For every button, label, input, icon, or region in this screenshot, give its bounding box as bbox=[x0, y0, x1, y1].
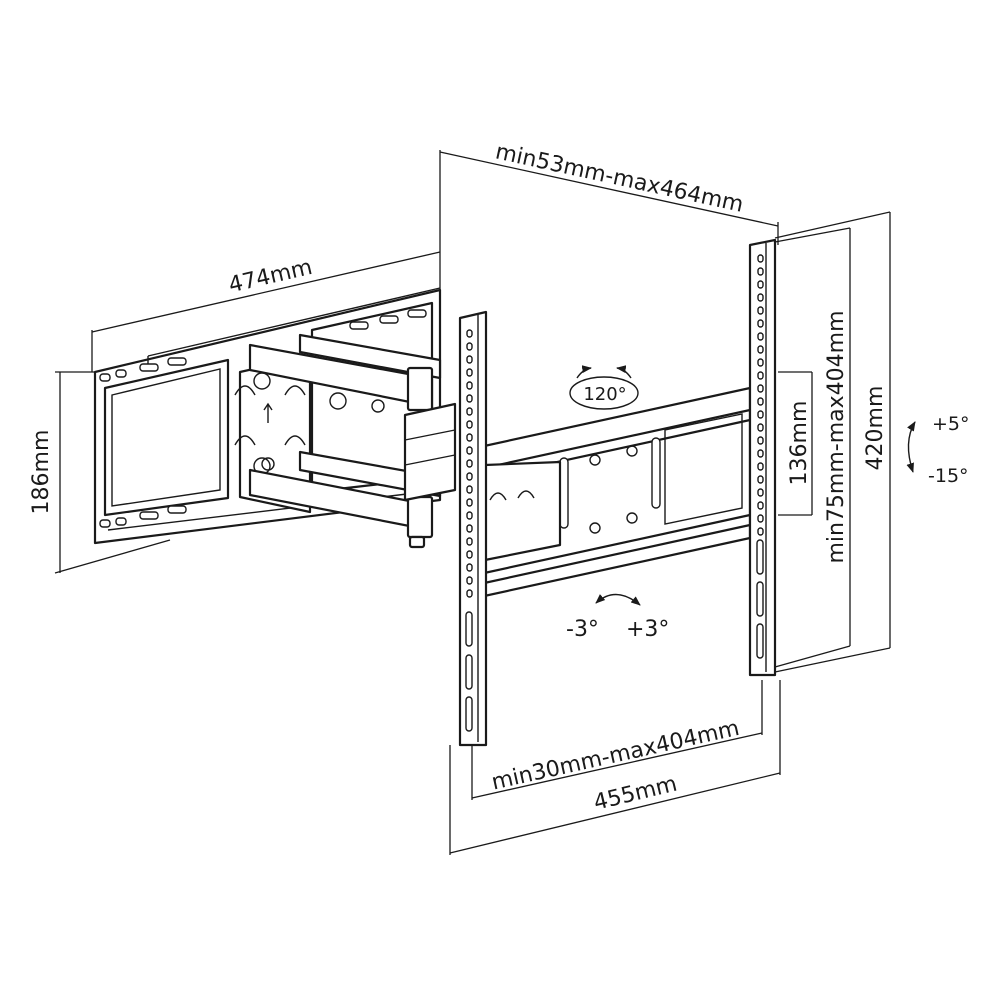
rail-hole bbox=[466, 446, 473, 455]
pivot-block bbox=[403, 402, 457, 502]
vesa-vertical-label: min75mm-max404mm bbox=[824, 310, 849, 563]
overall-width-label: 455mm bbox=[591, 772, 679, 816]
rail-hole bbox=[757, 475, 764, 484]
rotation-indicator bbox=[595, 593, 641, 606]
rotation-arrow-icon bbox=[595, 593, 641, 606]
rail-hole bbox=[757, 371, 764, 380]
rail-hole bbox=[466, 550, 473, 559]
rotate-right-label: +3° bbox=[626, 617, 669, 642]
swivel-arrow-left-icon bbox=[576, 365, 592, 379]
vesa-horizontal-label: min30mm-max404mm bbox=[489, 716, 741, 796]
rail-hole bbox=[757, 319, 764, 328]
tv-plate bbox=[473, 386, 752, 600]
rail-hole bbox=[757, 488, 764, 497]
rail-hole bbox=[757, 384, 764, 393]
rail-hole bbox=[757, 293, 764, 302]
rail-hole bbox=[757, 332, 764, 341]
right-tv-rail bbox=[748, 238, 777, 677]
rail-hole bbox=[757, 527, 764, 536]
tilt-down-label: -15° bbox=[928, 465, 969, 487]
arm-extension-label: min53mm-max464mm bbox=[493, 139, 746, 217]
rotate-left-label: -3° bbox=[566, 617, 599, 642]
rail-hole bbox=[757, 306, 764, 315]
tilt-up-label: +5° bbox=[932, 413, 970, 435]
swivel-ellipse bbox=[569, 376, 639, 410]
rail-hole bbox=[466, 563, 473, 572]
rail-hole bbox=[757, 397, 764, 406]
left-tv-rail bbox=[458, 310, 488, 747]
rail-hole bbox=[757, 267, 764, 276]
rail-hole bbox=[466, 329, 473, 338]
rail-hole bbox=[466, 342, 473, 351]
rail-hole bbox=[466, 420, 473, 429]
overall-height-label: 420mm bbox=[863, 386, 888, 471]
rail-hole bbox=[466, 368, 473, 377]
swivel-arrow-right-icon bbox=[616, 365, 632, 379]
rail-hole bbox=[466, 355, 473, 364]
rail-hole bbox=[466, 381, 473, 390]
rail-hole bbox=[466, 576, 473, 585]
rail-hole bbox=[466, 459, 473, 468]
rail-hole bbox=[466, 472, 473, 481]
wall-plate-cutout-left bbox=[103, 358, 230, 517]
rail-hole bbox=[466, 589, 473, 598]
rail-hole bbox=[757, 449, 764, 458]
rail-hole bbox=[757, 436, 764, 445]
rail-hole bbox=[466, 537, 473, 546]
rail-hole bbox=[757, 462, 764, 471]
wall-plate-height-label: 186mm bbox=[29, 430, 54, 515]
rail-hole bbox=[466, 394, 473, 403]
swivel-angle-label: 120° bbox=[583, 384, 626, 405]
dimension-lines bbox=[54, 150, 891, 855]
rail-hole bbox=[757, 358, 764, 367]
rail-hole bbox=[757, 514, 764, 523]
upper-arm bbox=[248, 333, 442, 413]
rail-hole bbox=[757, 501, 764, 510]
tilt-arrow-icon bbox=[906, 421, 916, 473]
rail-hole bbox=[466, 498, 473, 507]
rail-hole bbox=[757, 345, 764, 354]
rail-hole bbox=[466, 433, 473, 442]
rail-hole bbox=[757, 280, 764, 289]
wall-plate-width-label: 474mm bbox=[226, 255, 314, 298]
rail-hole bbox=[466, 511, 473, 520]
rail-hole bbox=[757, 254, 764, 263]
rail-hole bbox=[757, 410, 764, 419]
tilt-indicator bbox=[906, 421, 916, 473]
rail-hole bbox=[466, 524, 473, 533]
swivel-indicator bbox=[569, 365, 639, 410]
rail-spacing-label: 136mm bbox=[787, 401, 812, 486]
rail-hole bbox=[466, 407, 473, 416]
rail-hole bbox=[466, 485, 473, 494]
rail-hole bbox=[757, 423, 764, 432]
